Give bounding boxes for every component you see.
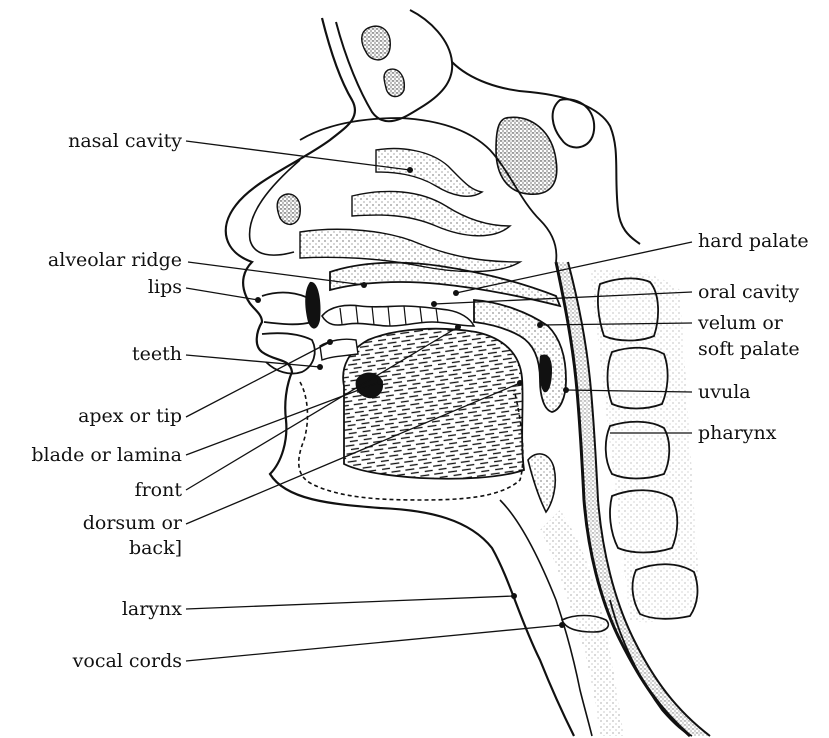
sinus-2: [384, 69, 404, 96]
sinus-1: [362, 26, 391, 60]
label-velum-line2: soft palate: [698, 338, 800, 360]
label-dorsum-line2: back]: [129, 537, 182, 559]
upper-teeth: [322, 305, 474, 326]
turbinate-2: [352, 191, 510, 235]
label-nasal-cavity: nasal cavity: [68, 130, 182, 152]
label-hard-palate: hard palate: [698, 230, 809, 252]
label-velum-line1: velum or: [698, 312, 783, 334]
label-vocal-cords: vocal cords: [73, 650, 182, 672]
label-larynx: larynx: [122, 598, 182, 620]
sinus-3: [496, 117, 557, 194]
label-oral-cavity: oral cavity: [698, 281, 799, 303]
label-uvula: uvula: [698, 381, 751, 403]
lip-dark: [305, 282, 320, 329]
turbinate-1: [376, 149, 482, 197]
label-dorsum-line1: dorsum or: [83, 512, 182, 534]
label-apex: apex or tip: [78, 405, 182, 427]
label-pharynx: pharynx: [698, 422, 777, 444]
label-blade: blade or lamina: [31, 444, 182, 466]
label-alveolar-ridge: alveolar ridge: [48, 249, 182, 271]
label-front: front: [135, 479, 182, 501]
epiglottis: [528, 454, 555, 512]
label-lips: lips: [148, 276, 182, 298]
sinus-4: [277, 194, 300, 224]
tongue: [343, 329, 524, 479]
label-teeth: teeth: [132, 343, 182, 365]
